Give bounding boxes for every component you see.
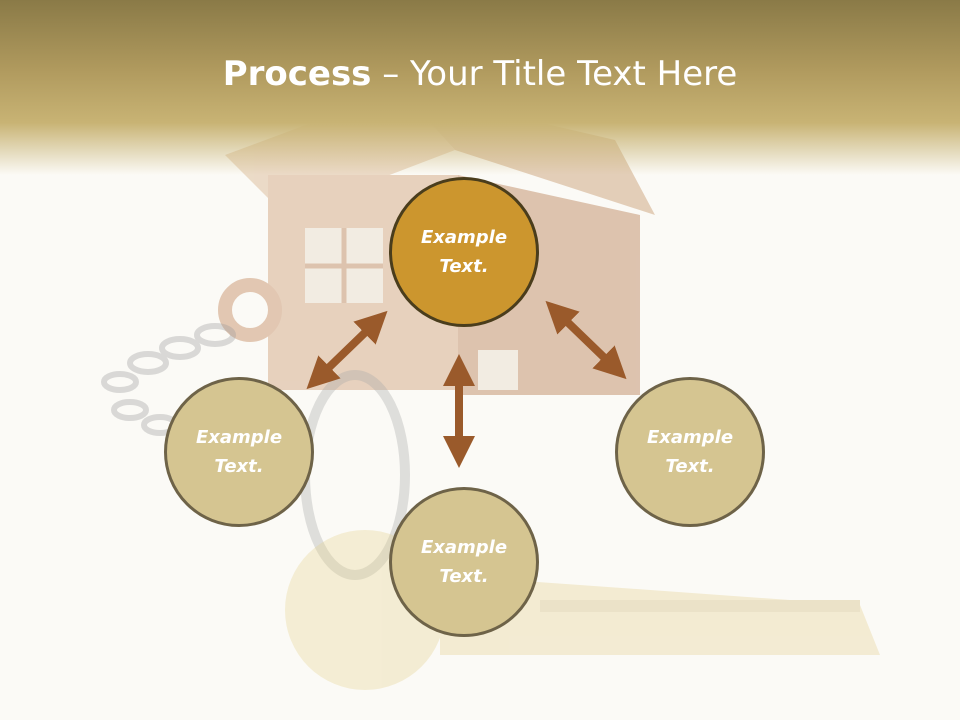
slide-title: Process – Your Title Text Here xyxy=(0,50,960,98)
process-node-top[interactable]: Example Text. xyxy=(389,177,539,327)
arrow-top-right xyxy=(545,300,627,380)
arrow-top-left xyxy=(306,310,388,390)
title-bar xyxy=(0,0,960,175)
process-node-bottom[interactable]: Example Text. xyxy=(389,487,539,637)
node-text: Example Text. xyxy=(646,427,734,477)
process-node-left[interactable]: Example Text. xyxy=(164,377,314,527)
node-text: Example Text. xyxy=(420,227,508,277)
title-bold: Process xyxy=(222,54,372,94)
process-node-right[interactable]: Example Text. xyxy=(615,377,765,527)
node-text: Example Text. xyxy=(420,537,508,587)
node-text: Example Text. xyxy=(195,427,283,477)
title-rest: – Your Title Text Here xyxy=(371,54,738,94)
